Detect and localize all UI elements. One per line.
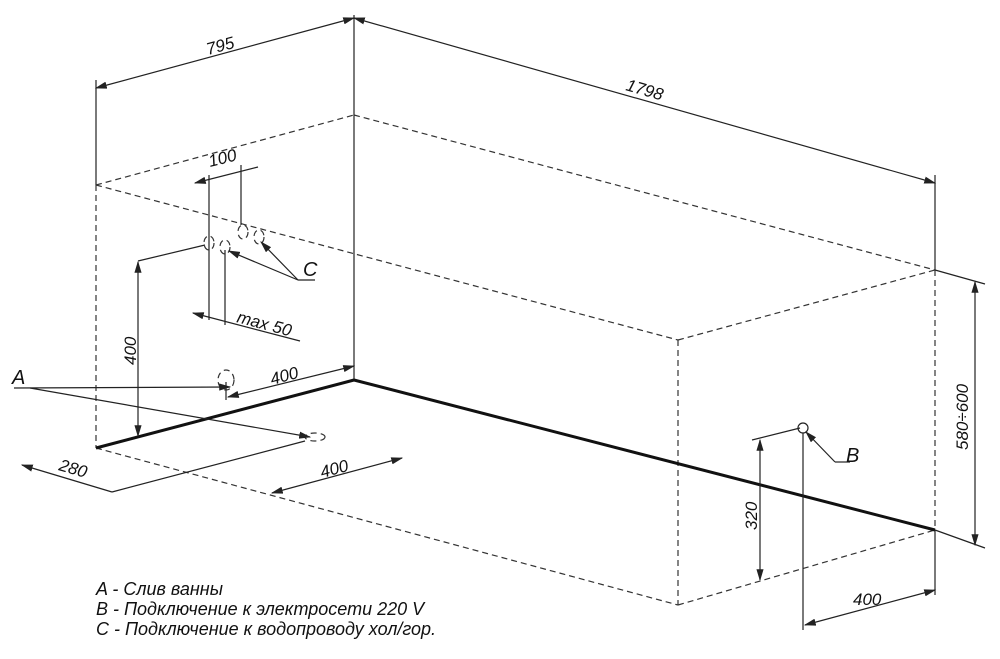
drain-a: [13, 365, 404, 494]
dim-pipe-offset: max 50: [235, 308, 294, 341]
legend-item-c: C - Подключение к водопроводу хол/гор.: [96, 619, 436, 639]
dim-power-height: 320: [742, 501, 761, 530]
dim-power-side: 400: [853, 590, 882, 609]
legend: A - Слив ванны B - Подключение к электро…: [95, 579, 436, 639]
marker-c: C: [303, 259, 318, 281]
marker-b: B: [846, 445, 859, 467]
water-connection-c: [191, 165, 315, 342]
legend-item-b: B - Подключение к электросети 220 V: [96, 599, 426, 619]
dim-drain-side: 400: [268, 363, 301, 389]
marker-a: A: [11, 367, 25, 389]
dim-height: 580÷600: [953, 383, 972, 450]
power-connection-b: [751, 422, 937, 630]
dim-pipe-spacing: 100: [206, 145, 239, 170]
dim-water-height: 400: [121, 336, 140, 365]
dim-width: 795: [204, 33, 237, 59]
legend-item-a: A - Слив ванны: [95, 579, 223, 599]
bathtub-outline: [95, 15, 936, 606]
dim-drain-depth: 280: [56, 455, 90, 482]
dim-drain-front: 400: [318, 456, 351, 482]
